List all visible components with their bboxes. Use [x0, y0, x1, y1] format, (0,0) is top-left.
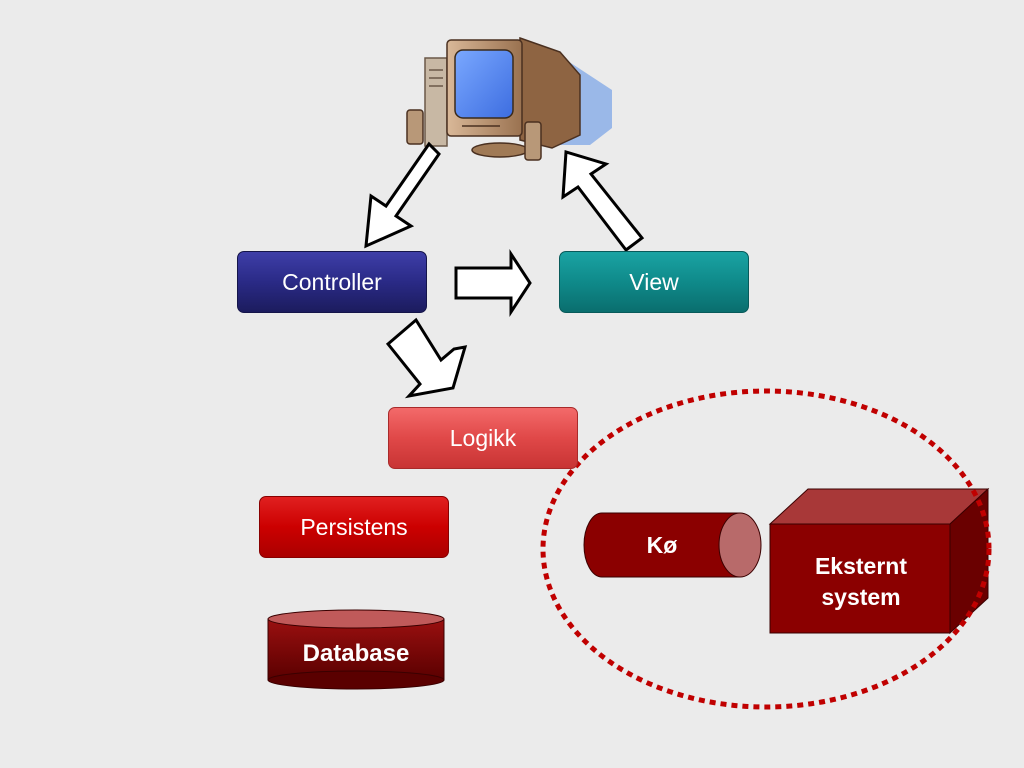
persistens-box: Persistens — [259, 496, 449, 558]
right-speaker — [524, 121, 542, 161]
persistens-label: Persistens — [300, 513, 408, 540]
logikk-label: Logikk — [449, 424, 517, 451]
database-label: Database — [302, 640, 410, 667]
external-system-label-line1: Eksternt — [814, 553, 908, 579]
arrow-view-to-computer — [561, 150, 645, 253]
queue-cylinder — [583, 512, 762, 578]
monitor-back — [519, 36, 581, 149]
queue-label: Kø — [646, 532, 678, 558]
arrow-controller-to-logikk — [385, 317, 468, 399]
monitor-stand — [471, 142, 529, 158]
arrow-controller-to-view — [454, 248, 532, 318]
controller-label: Controller — [282, 268, 382, 295]
external-system-label: Eksternt system — [772, 551, 950, 613]
external-boundary-outline — [540, 388, 992, 710]
arrow-computer-to-controller — [364, 141, 441, 249]
computer-icon — [406, 36, 612, 161]
logikk-box: Logikk — [388, 407, 578, 469]
monitor-screen — [454, 49, 514, 119]
view-label: View — [629, 268, 679, 295]
external-system-label-line2: system — [821, 584, 901, 610]
computer-tower — [424, 57, 448, 147]
controller-box: Controller — [237, 251, 427, 313]
database-cylinder — [267, 609, 445, 690]
view-box: View — [559, 251, 749, 313]
external-system-cube — [768, 487, 990, 635]
left-speaker — [406, 109, 424, 145]
